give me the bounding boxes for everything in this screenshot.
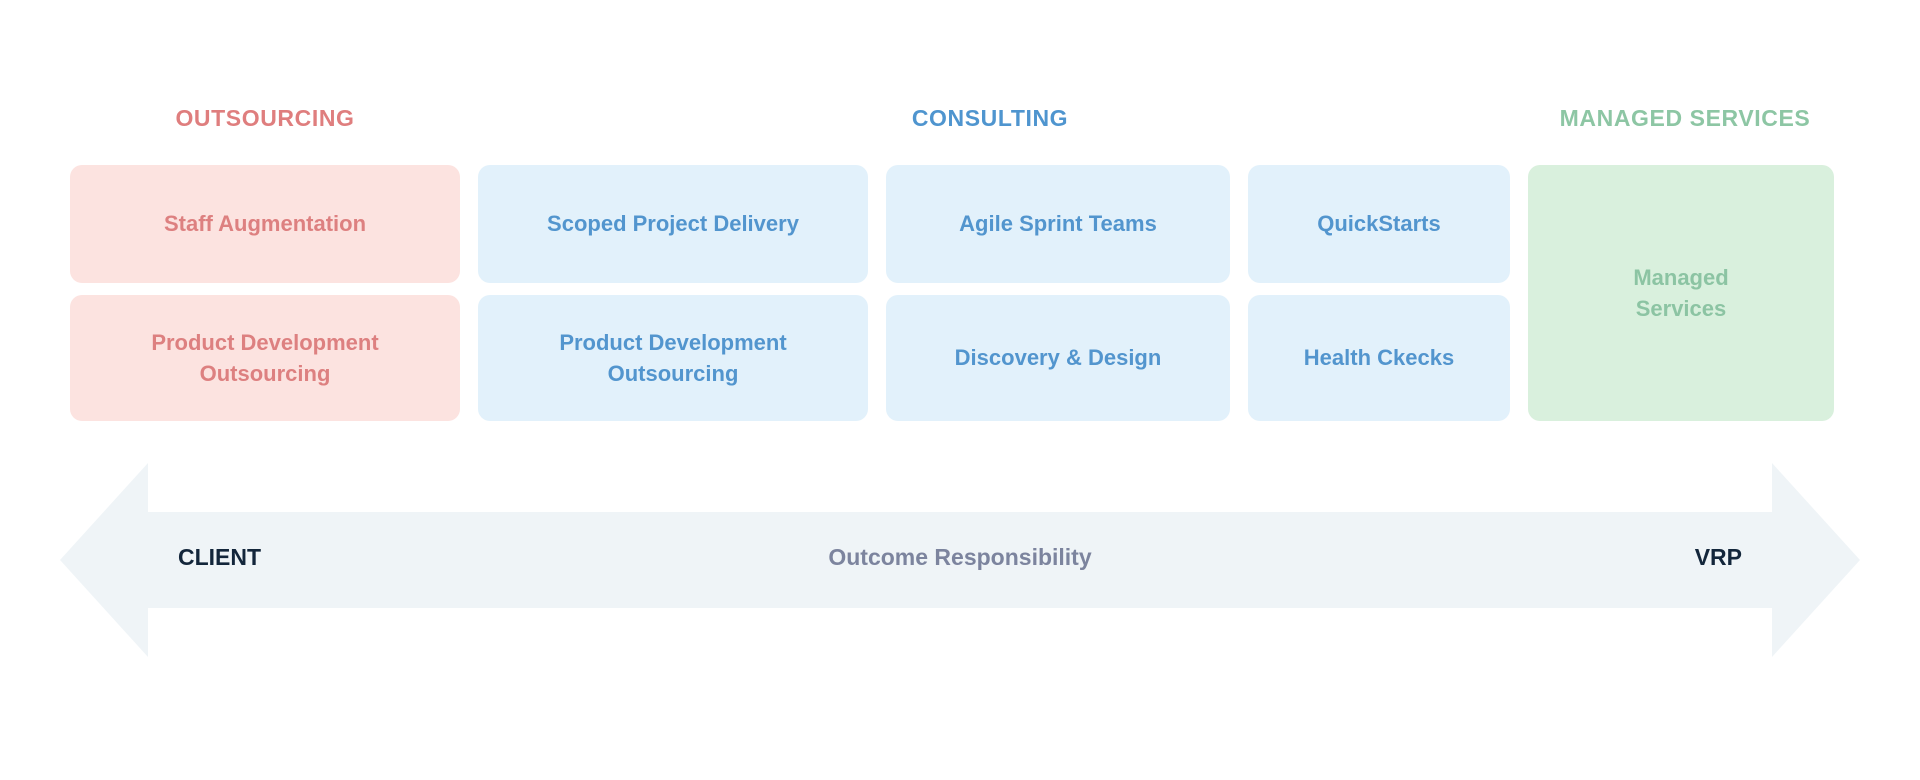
service-card-label: Scoped Project Delivery <box>547 211 799 237</box>
service-card-label: QuickStarts <box>1317 211 1441 237</box>
service-card-grid: Staff Augmentation Product Development O… <box>70 165 1850 425</box>
service-card-label: Health Ckecks <box>1303 345 1455 371</box>
service-card-product-development-outsourcing-pink[interactable]: Product Development Outsourcing <box>70 295 460 421</box>
category-header-consulting: CONSULTING <box>911 105 1069 131</box>
service-card-discovery-and-design[interactable]: Discovery & Design <box>886 295 1230 421</box>
outcome-responsibility-arrow: CLIENT Outcome Responsibility VRP <box>60 455 1860 665</box>
category-header-row: OUTSOURCING CONSULTING MANAGED SERVICES <box>70 105 1850 141</box>
service-card-label: Discovery & Design <box>954 345 1162 371</box>
service-card-staff-augmentation[interactable]: Staff Augmentation <box>70 165 460 283</box>
service-card-scoped-project-delivery[interactable]: Scoped Project Delivery <box>478 165 868 283</box>
service-card-label: Product Development Outsourcing <box>151 329 379 386</box>
double-arrow-shape <box>60 463 1860 657</box>
service-card-quickstarts[interactable]: QuickStarts <box>1248 165 1510 283</box>
category-header-managed-services: MANAGED SERVICES <box>1559 105 1811 131</box>
service-card-label: Managed Services <box>1633 264 1729 321</box>
category-header-outsourcing: OUTSOURCING <box>175 105 355 131</box>
service-card-label: Agile Sprint Teams <box>959 211 1157 237</box>
service-card-label: Product Development Outsourcing <box>559 329 787 386</box>
arrow-label-vrp: VRP <box>1694 544 1742 570</box>
service-card-label: Staff Augmentation <box>163 211 367 237</box>
service-card-health-checks[interactable]: Health Ckecks <box>1248 295 1510 421</box>
arrow-label-outcome-responsibility: Outcome Responsibility <box>828 544 1092 570</box>
service-card-managed-services[interactable]: Managed Services <box>1528 165 1834 421</box>
arrow-label-client: CLIENT <box>178 544 262 570</box>
service-card-product-development-outsourcing-blue[interactable]: Product Development Outsourcing <box>478 295 868 421</box>
service-card-agile-sprint-teams[interactable]: Agile Sprint Teams <box>886 165 1230 283</box>
